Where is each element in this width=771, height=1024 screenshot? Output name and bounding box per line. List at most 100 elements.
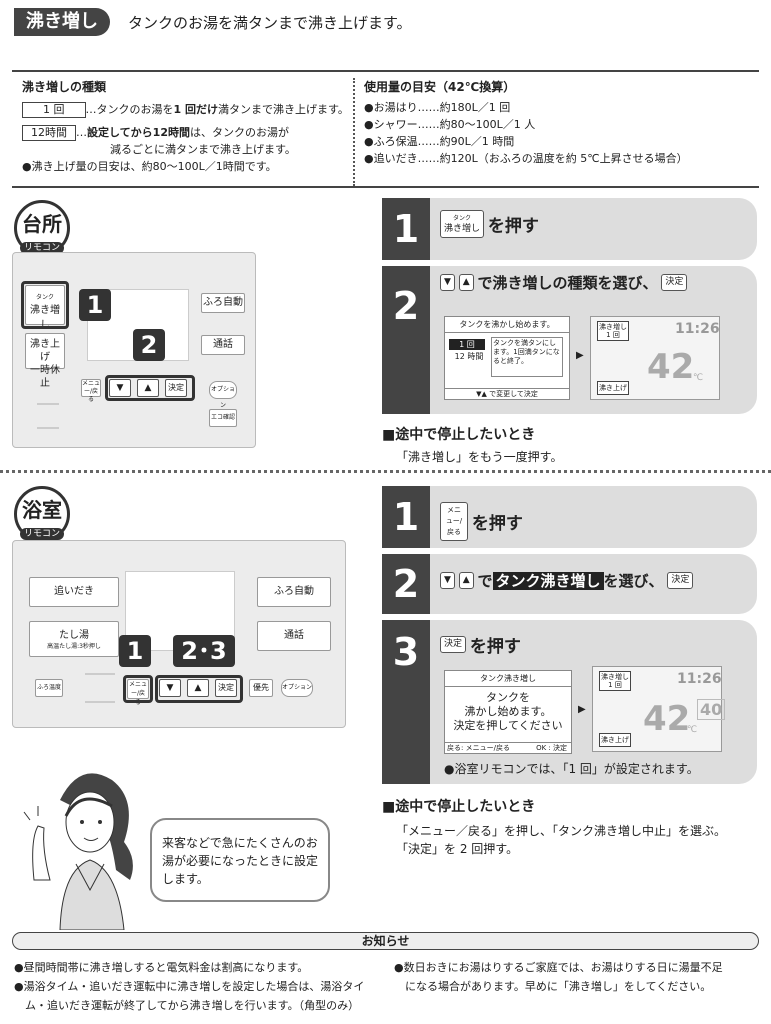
kitchen-furo-button[interactable]: ふろ自動 [201, 293, 245, 313]
h12-pre: … [76, 126, 87, 139]
step-highlight-text: タンク沸き増し [492, 572, 604, 590]
mini-foot: 戻る: メニュー/戻る OK : 決定 [445, 742, 571, 753]
wakimashi-small: タンク [35, 294, 54, 301]
kitchen-option-button[interactable]: オプション [209, 381, 237, 409]
bath-step-note: ●浴室リモコンでは、「1 回」が設定されます。 [444, 762, 699, 776]
h12-post: は、タンクのお湯が [189, 126, 289, 139]
notice-right: ●数日おきにお湯はりするご家庭では、お湯はりする日に湯量不足 になる場合がありま… [394, 958, 764, 996]
usage-item: ●お湯はり……約180L／1 回 [364, 101, 511, 114]
kitchen-wakimashi-button[interactable]: タンク 沸き増し [25, 285, 65, 331]
section-divider [0, 470, 771, 473]
mini-foot-left: 戻る: メニュー/戻る [447, 744, 510, 752]
notice-left-1: ●昼間時間帯に沸き増しすると電気料金は割高になります。 [14, 961, 309, 974]
step-body: タンク沸き増し を押す [440, 210, 751, 238]
kitchen-up-button[interactable]: ▲ [137, 379, 159, 397]
step-number: 3 [382, 620, 430, 784]
usage-column: 使用量の目安（42℃換算） ●お湯はり……約180L／1 回 ●シャワー……約8… [364, 78, 754, 167]
disp-temp: 42 [647, 347, 695, 387]
bath-step-2: 2 ▼ ▲ でタンク沸き増しを選び、 決定 [382, 554, 757, 614]
woman-illustration [23, 773, 133, 930]
step-text: を押す [469, 637, 521, 657]
step-number: 1 [382, 486, 430, 548]
bath-decide-button[interactable]: 決定 [215, 679, 237, 697]
kitchen-eco-button[interactable]: エコ確認 [209, 409, 237, 427]
kitchen-down-button[interactable]: ▼ [109, 379, 131, 397]
h12-box: 12時間 [22, 125, 76, 141]
info-box: 沸き増しの種類 1 回…タンクのお湯を1 回だけ満タンまで沸き上げます。 12時… [12, 70, 759, 188]
key-label: 沸き増し [444, 224, 481, 234]
disp-unit: ℃ [693, 373, 704, 383]
section-badge: 沸き増し [14, 8, 110, 36]
disp-unit: ℃ [687, 725, 698, 735]
step-body: ▼ ▲ で沸き増しの種類を選び、 決定 [440, 272, 751, 293]
kitchen-decide-button[interactable]: 決定 [165, 379, 187, 397]
kitchen-tsuwa-button[interactable]: 通話 [201, 335, 245, 355]
bath-yusen-button[interactable]: 優先 [249, 679, 273, 697]
stop-label2: 一時休止 [30, 365, 60, 389]
callout-2-3: 2･3 [173, 635, 235, 667]
section-description: タンクのお湯を満タンまで沸き上げます。 [128, 14, 412, 32]
bath-badge-title: 浴室 [22, 498, 62, 522]
arrow-right-icon: ▶ [578, 704, 586, 715]
up-key: ▲ [458, 274, 474, 291]
speaker-grille [37, 403, 59, 429]
mini-foot: ▼▲ で変更して決定 [445, 388, 569, 399]
callout-2: 2 [133, 329, 165, 361]
up-key: ▲ [458, 572, 474, 589]
bath-tsuwa-button[interactable]: 通話 [257, 621, 331, 651]
step-text: を押す [471, 514, 523, 534]
mini-body-1: タンクを [486, 691, 530, 704]
kitchen-badge-sub: リモコン [19, 242, 64, 254]
wakimashi-key: タンク沸き増し [440, 210, 485, 238]
speaker-grille [85, 673, 115, 703]
bath-down-button[interactable]: ▼ [159, 679, 181, 697]
kitchen-menu-button[interactable]: メニュー/戻る [81, 379, 101, 403]
kitchen-stop-button[interactable]: 沸き上げ 一時休止 [25, 333, 65, 389]
step-text-pre: で [477, 572, 493, 590]
bath-oidaki-button[interactable]: 追いだき [29, 577, 119, 607]
bath-menu-button[interactable]: メニュー/戻る [127, 679, 149, 706]
mini-option-2: 12 時間 [454, 352, 484, 361]
notice-left-3: ム・追いだき運転が終了してから沸き増しを行います。（角型のみ） [14, 999, 360, 1012]
disp-temp-2: 40 [697, 699, 726, 720]
mini-foot-right: OK : 決定 [536, 744, 567, 752]
up-triangle-icon: ▲ [144, 383, 152, 393]
bath-stop-line1: 「メニュー／戻る」を押し、「タンク沸き増し中止」を選ぶ。 [396, 824, 727, 838]
kitchen-stop-text: 「沸き増し」をもう一度押す。 [396, 450, 563, 464]
usage-item: ●追いだき……約120L（おふろの温度を約 5℃上昇させる場合） [364, 152, 688, 165]
disp-tag-wakiage: 沸き上げ [597, 381, 629, 395]
once-post: 満タンまで沸き上げます。 [217, 103, 349, 116]
kinds-once-row: 1 回…タンクのお湯を1 回だけ満タンまで沸き上げます。 [22, 101, 352, 118]
down-triangle-icon: ▼ [166, 683, 174, 693]
bath-stop-section: ■途中で停止したいとき 「メニュー／戻る」を押し、「タンク沸き増し中止」を選ぶ。… [382, 796, 726, 858]
notice-right-2: になる場合があります。早めに「沸き増し」をしてください。 [394, 980, 712, 993]
bath-menu-screen: タンク沸き増し タンクを 沸かし始めます。 決定を押してください 戻る: メニュ… [444, 670, 572, 754]
bath-stop-title: ■途中で停止したいとき [382, 799, 536, 815]
step-number: 1 [382, 198, 430, 260]
step-number: 2 [382, 554, 430, 614]
kitchen-step-2: 2 ▼ ▲ で沸き増しの種類を選び、 決定 タンクを沸かし始めます。 1 回 1… [382, 266, 757, 414]
callout-1: 1 [79, 289, 111, 321]
kitchen-menu-screen: タンクを沸かし始めます。 1 回 12 時間 タンクを満タンにします。1回満タン… [444, 316, 570, 400]
bath-option-button[interactable]: オプション [281, 679, 313, 697]
bath-up-button[interactable]: ▲ [187, 679, 209, 697]
disp-time: 11:26 [675, 321, 720, 337]
bath-furo-temp-button[interactable]: ふろ温度 [35, 679, 63, 697]
bath-tashiyu-button[interactable]: たし湯 高温たし湯:3秒押し [29, 621, 119, 657]
speech-bubble: 来客などで急にたくさんのお湯が必要になったときに設定します。 [150, 818, 330, 902]
tag-value: 1 回 [606, 331, 620, 339]
step-body: ▼ ▲ でタンク沸き増しを選び、 決定 [440, 570, 751, 591]
bath-furo-button[interactable]: ふろ自動 [257, 577, 331, 607]
notice-left-2: ●湯浴タイム・追いだき運転中に沸き増しを設定した場合は、湯浴タイ [14, 980, 365, 993]
kitchen-stop-title: ■途中で停止したいとき [382, 427, 536, 443]
callout-1: 1 [119, 635, 151, 667]
kitchen-step-1: 1 タンク沸き増し を押す [382, 198, 757, 260]
up-triangle-icon: ▲ [194, 683, 202, 693]
step-body: メニュー/戻る を押す [440, 502, 751, 541]
decide-key: 決定 [661, 274, 688, 291]
menu-key: メニュー/戻る [440, 502, 468, 541]
notice-right-1: ●数日おきにお湯はりするご家庭では、お湯はりする日に湯量不足 [394, 961, 723, 974]
decide-key: 決定 [440, 636, 467, 653]
